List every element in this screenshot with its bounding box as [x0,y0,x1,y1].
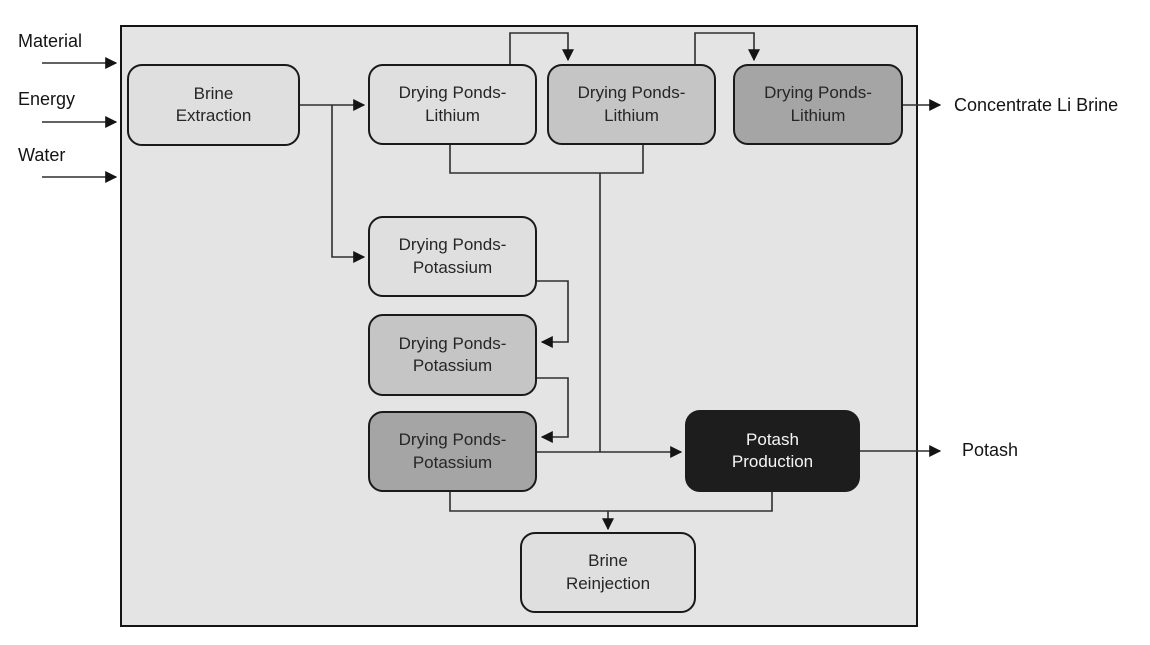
node-brine-extraction: Brine Extraction [127,64,300,146]
node-label-line: Potassium [412,452,493,472]
node-potash-production: Potash Production [685,410,860,492]
node-label-line: Brine [588,551,628,571]
node-label-line: Drying Ponds- [764,83,872,103]
node-drying-ponds-lithium-2: Drying Ponds- Lithium [547,64,716,145]
node-label-line: Production [731,452,814,471]
node-label-line: Reinjection [565,573,651,593]
input-label-material: Material [18,31,83,51]
node-label-line: Drying Ponds- [398,83,507,103]
node-label-line: Drying Ponds- [398,333,507,353]
node-label-line: Potassium [412,257,493,277]
input-label-water: Water [18,145,66,165]
node-brine-reinjection: Brine Reinjection [520,532,696,613]
node-drying-ponds-potassium-3: Drying Ponds- Potassium [368,411,537,492]
node-label-line: Brine [193,83,234,103]
node-label-line: Lithium [425,105,480,125]
output-label-potash: Potash [962,440,1019,460]
node-drying-ponds-lithium-1: Drying Ponds- Lithium [368,64,537,145]
node-label-line: Potassium [412,356,493,375]
node-label-line: Lithium [790,105,846,125]
node-label-line: Drying Ponds- [577,83,686,103]
node-label-line: Drying Ponds- [398,235,507,255]
node-label-line: Extraction [175,106,252,125]
node-drying-ponds-potassium-2: Drying Ponds- Potassium [368,314,537,396]
node-label-line: Drying Ponds- [398,430,507,450]
node-drying-ponds-lithium-3: Drying Ponds- Lithium [733,64,903,145]
node-label-line: Potash [746,429,799,449]
node-drying-ponds-potassium-1: Drying Ponds- Potassium [368,216,537,297]
node-label-line: Lithium [604,105,659,125]
output-label-concentrate-li-brine: Concentrate Li Brine [954,95,1119,115]
input-label-energy: Energy [18,89,76,109]
